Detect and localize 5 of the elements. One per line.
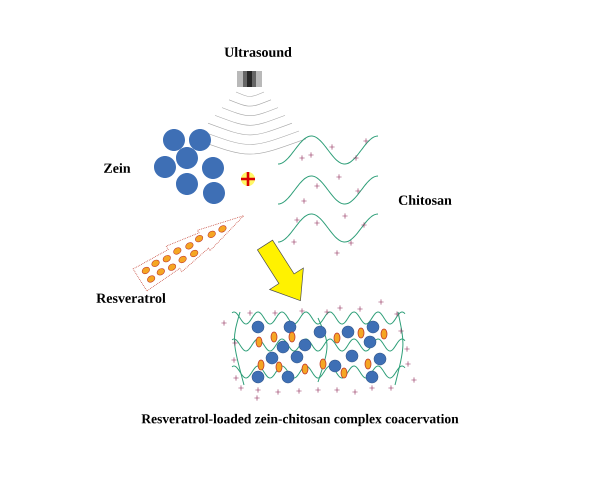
- caption: Resveratrol-loaded zein-chitosan complex coacervation: [142, 414, 458, 426]
- text-label: Resveratrol: [96, 293, 166, 303]
- text-label: Ultrasound: [224, 47, 292, 57]
- text-label: Zein: [104, 163, 130, 173]
- text-label: Chitosan: [398, 195, 452, 205]
